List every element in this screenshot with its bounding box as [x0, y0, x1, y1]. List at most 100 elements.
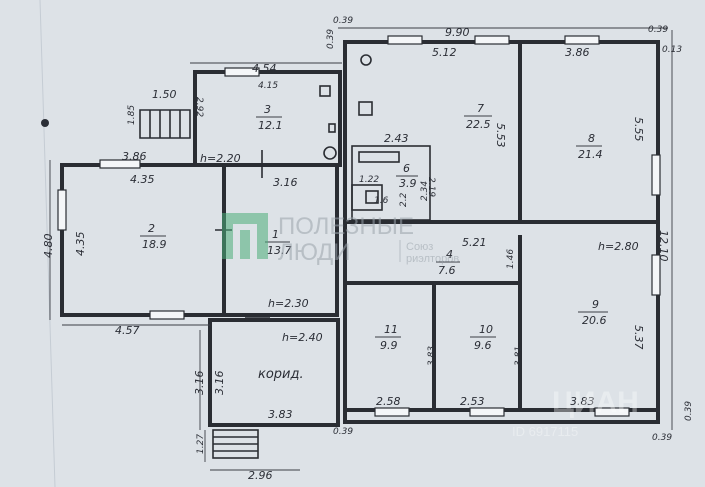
room-11-area: 9.9	[380, 339, 398, 352]
room-11-number: 11	[384, 323, 398, 336]
dim-room9-bottom: 3.83	[570, 395, 595, 408]
fixtures	[215, 54, 521, 319]
dim-room1-top: 3.16	[273, 176, 298, 189]
corner-watermark: ЦИАН ID 6917115	[512, 386, 639, 439]
dim-corridor-bottom: 3.83	[268, 408, 293, 421]
room-2-number: 2	[148, 222, 155, 235]
dim-room6-side: 2.19	[426, 177, 436, 197]
room6-walls	[351, 145, 431, 221]
room-7-label: 7 22.5	[464, 102, 492, 131]
dim-room6-left: 1.22	[359, 175, 379, 185]
corner-watermark-id: ID 6917115	[512, 424, 578, 439]
room-3-label: 3 12.1	[256, 103, 283, 132]
dim-room11-bottom: 2.58	[376, 395, 401, 408]
room-9-area: 20.6	[582, 314, 607, 327]
corridor-label: корид.	[258, 367, 304, 382]
dim-room8-side: 5.55	[632, 117, 645, 142]
dim-room2-top-outer: 3.86	[122, 150, 147, 163]
dim-room4-top: 5.21	[462, 236, 487, 249]
dim-right-total: 12.10	[657, 230, 670, 262]
room-9-number: 9	[592, 298, 599, 311]
paper-fold-line	[39, 0, 56, 487]
dim-top-right: 0.39	[648, 25, 668, 35]
room-2-label: 2 18.9	[140, 222, 167, 251]
dim-top-right-side: 0.13	[662, 45, 682, 55]
dim-room7-top: 5.12	[432, 46, 457, 59]
dim-h-mid: h=2.30	[268, 297, 309, 310]
room-9-label: 9 20.6	[578, 298, 608, 327]
dim-room2-left-outer: 4.80	[42, 234, 55, 259]
dim-corridor-left-inner: 3.16	[213, 371, 226, 396]
dim-right-bottom-side: 0.39	[684, 401, 694, 421]
dim-room8-top: 3.86	[565, 46, 590, 59]
room-3-number: 3	[264, 103, 271, 116]
dim-corridor-corner: 0.39	[333, 427, 353, 437]
dim-corridor-left-outer: 3.16	[193, 371, 206, 396]
dim-h-corridor: h=2.40	[282, 331, 323, 344]
room-6-area: 3.9	[399, 177, 417, 190]
watermark-line2: ЛЮДИ	[278, 239, 350, 266]
room-7-area: 22.5	[466, 118, 491, 131]
punch-hole	[41, 119, 49, 127]
room-10-area: 9.6	[474, 339, 492, 352]
room-2-area: 18.9	[142, 238, 167, 251]
room-10-number: 10	[479, 323, 493, 336]
porch-walls	[139, 70, 342, 167]
dim-room7-side: 5.53	[494, 123, 507, 148]
room-1-label: 1 13.7	[265, 228, 292, 257]
room-5-area: 1.6	[374, 196, 389, 206]
dim-steps-side: 1.27	[196, 434, 206, 454]
dim-room9-side: 5.37	[632, 325, 645, 350]
dim-room5-side: 2.34	[420, 181, 430, 201]
dim-porch-side: 2.92	[194, 97, 204, 117]
dim-room10-bottom: 2.53	[460, 395, 485, 408]
watermark-sub1: Союз	[406, 241, 433, 253]
dim-porch-inner: 4.15	[258, 81, 278, 91]
dim-h-top: h=2.20	[200, 152, 241, 165]
dim-porch-outer: 4.54	[252, 62, 277, 75]
dim-room11-side: 3.83	[427, 346, 437, 366]
room-6-label: 6 3.9	[396, 162, 418, 190]
dim-stairs-side: 1.85	[127, 105, 137, 125]
dim-room6-top: 2.43	[384, 132, 409, 145]
room-11-label: 11 9.9	[375, 323, 401, 352]
room-10-label: 10 9.6	[470, 323, 496, 352]
dim-room10-side: 3.81	[514, 346, 524, 366]
watermark-sub2: риэлторов	[406, 253, 459, 265]
dim-room4-side: 1.46	[506, 249, 516, 269]
dim-top-left: 0.39	[333, 16, 353, 26]
dim-left-top-corner: 0.39	[326, 29, 336, 49]
room-7-number: 7	[477, 102, 484, 115]
room-5-label: 1.6	[374, 196, 389, 206]
dim-room5-inner: 2.2	[399, 192, 409, 207]
watermark-line1: ПОЛЕЗНЫЕ	[278, 213, 414, 240]
room-8-number: 8	[588, 132, 595, 145]
room-6-number: 6	[403, 162, 410, 175]
dimension-labels: 9.90 0.39 0.39 0.13 0.39 5.12 3.86 5.53 …	[42, 16, 694, 482]
windows	[57, 35, 661, 417]
room-1-area: 13.7	[267, 244, 292, 257]
dim-stairs-top: 1.50	[152, 88, 177, 101]
dim-bottom-corner-right: 0.39	[652, 433, 672, 443]
dim-room2-left-inner: 4.35	[74, 232, 87, 257]
dim-top-total: 9.90	[445, 26, 470, 39]
dimension-lines	[49, 27, 673, 471]
room-3-area: 12.1	[258, 119, 283, 132]
dim-steps-bottom: 2.96	[248, 469, 273, 482]
dim-room9-h: h=2.80	[598, 240, 639, 253]
room-8-area: 21.4	[578, 148, 603, 161]
room-labels: 1 13.7 2 18.9 3 12.1 4 7.6 1.6 6 3.9 7	[140, 102, 608, 382]
watermark-logo: ПОЛЕЗНЫЕ ЛЮДИ Союз риэлторов	[222, 213, 459, 266]
room-4-number: 4	[446, 248, 453, 261]
dim-bottom-left: 4.57	[115, 324, 140, 337]
room-4-label: 4 7.6	[436, 248, 460, 277]
corridor-walls	[208, 318, 340, 459]
corner-watermark-brand: ЦИАН	[552, 386, 639, 419]
room-8-label: 8 21.4	[576, 132, 603, 161]
dim-room2-top-inner: 4.35	[130, 173, 155, 186]
room-4-area: 7.6	[438, 264, 456, 277]
room-1-number: 1	[272, 228, 279, 241]
